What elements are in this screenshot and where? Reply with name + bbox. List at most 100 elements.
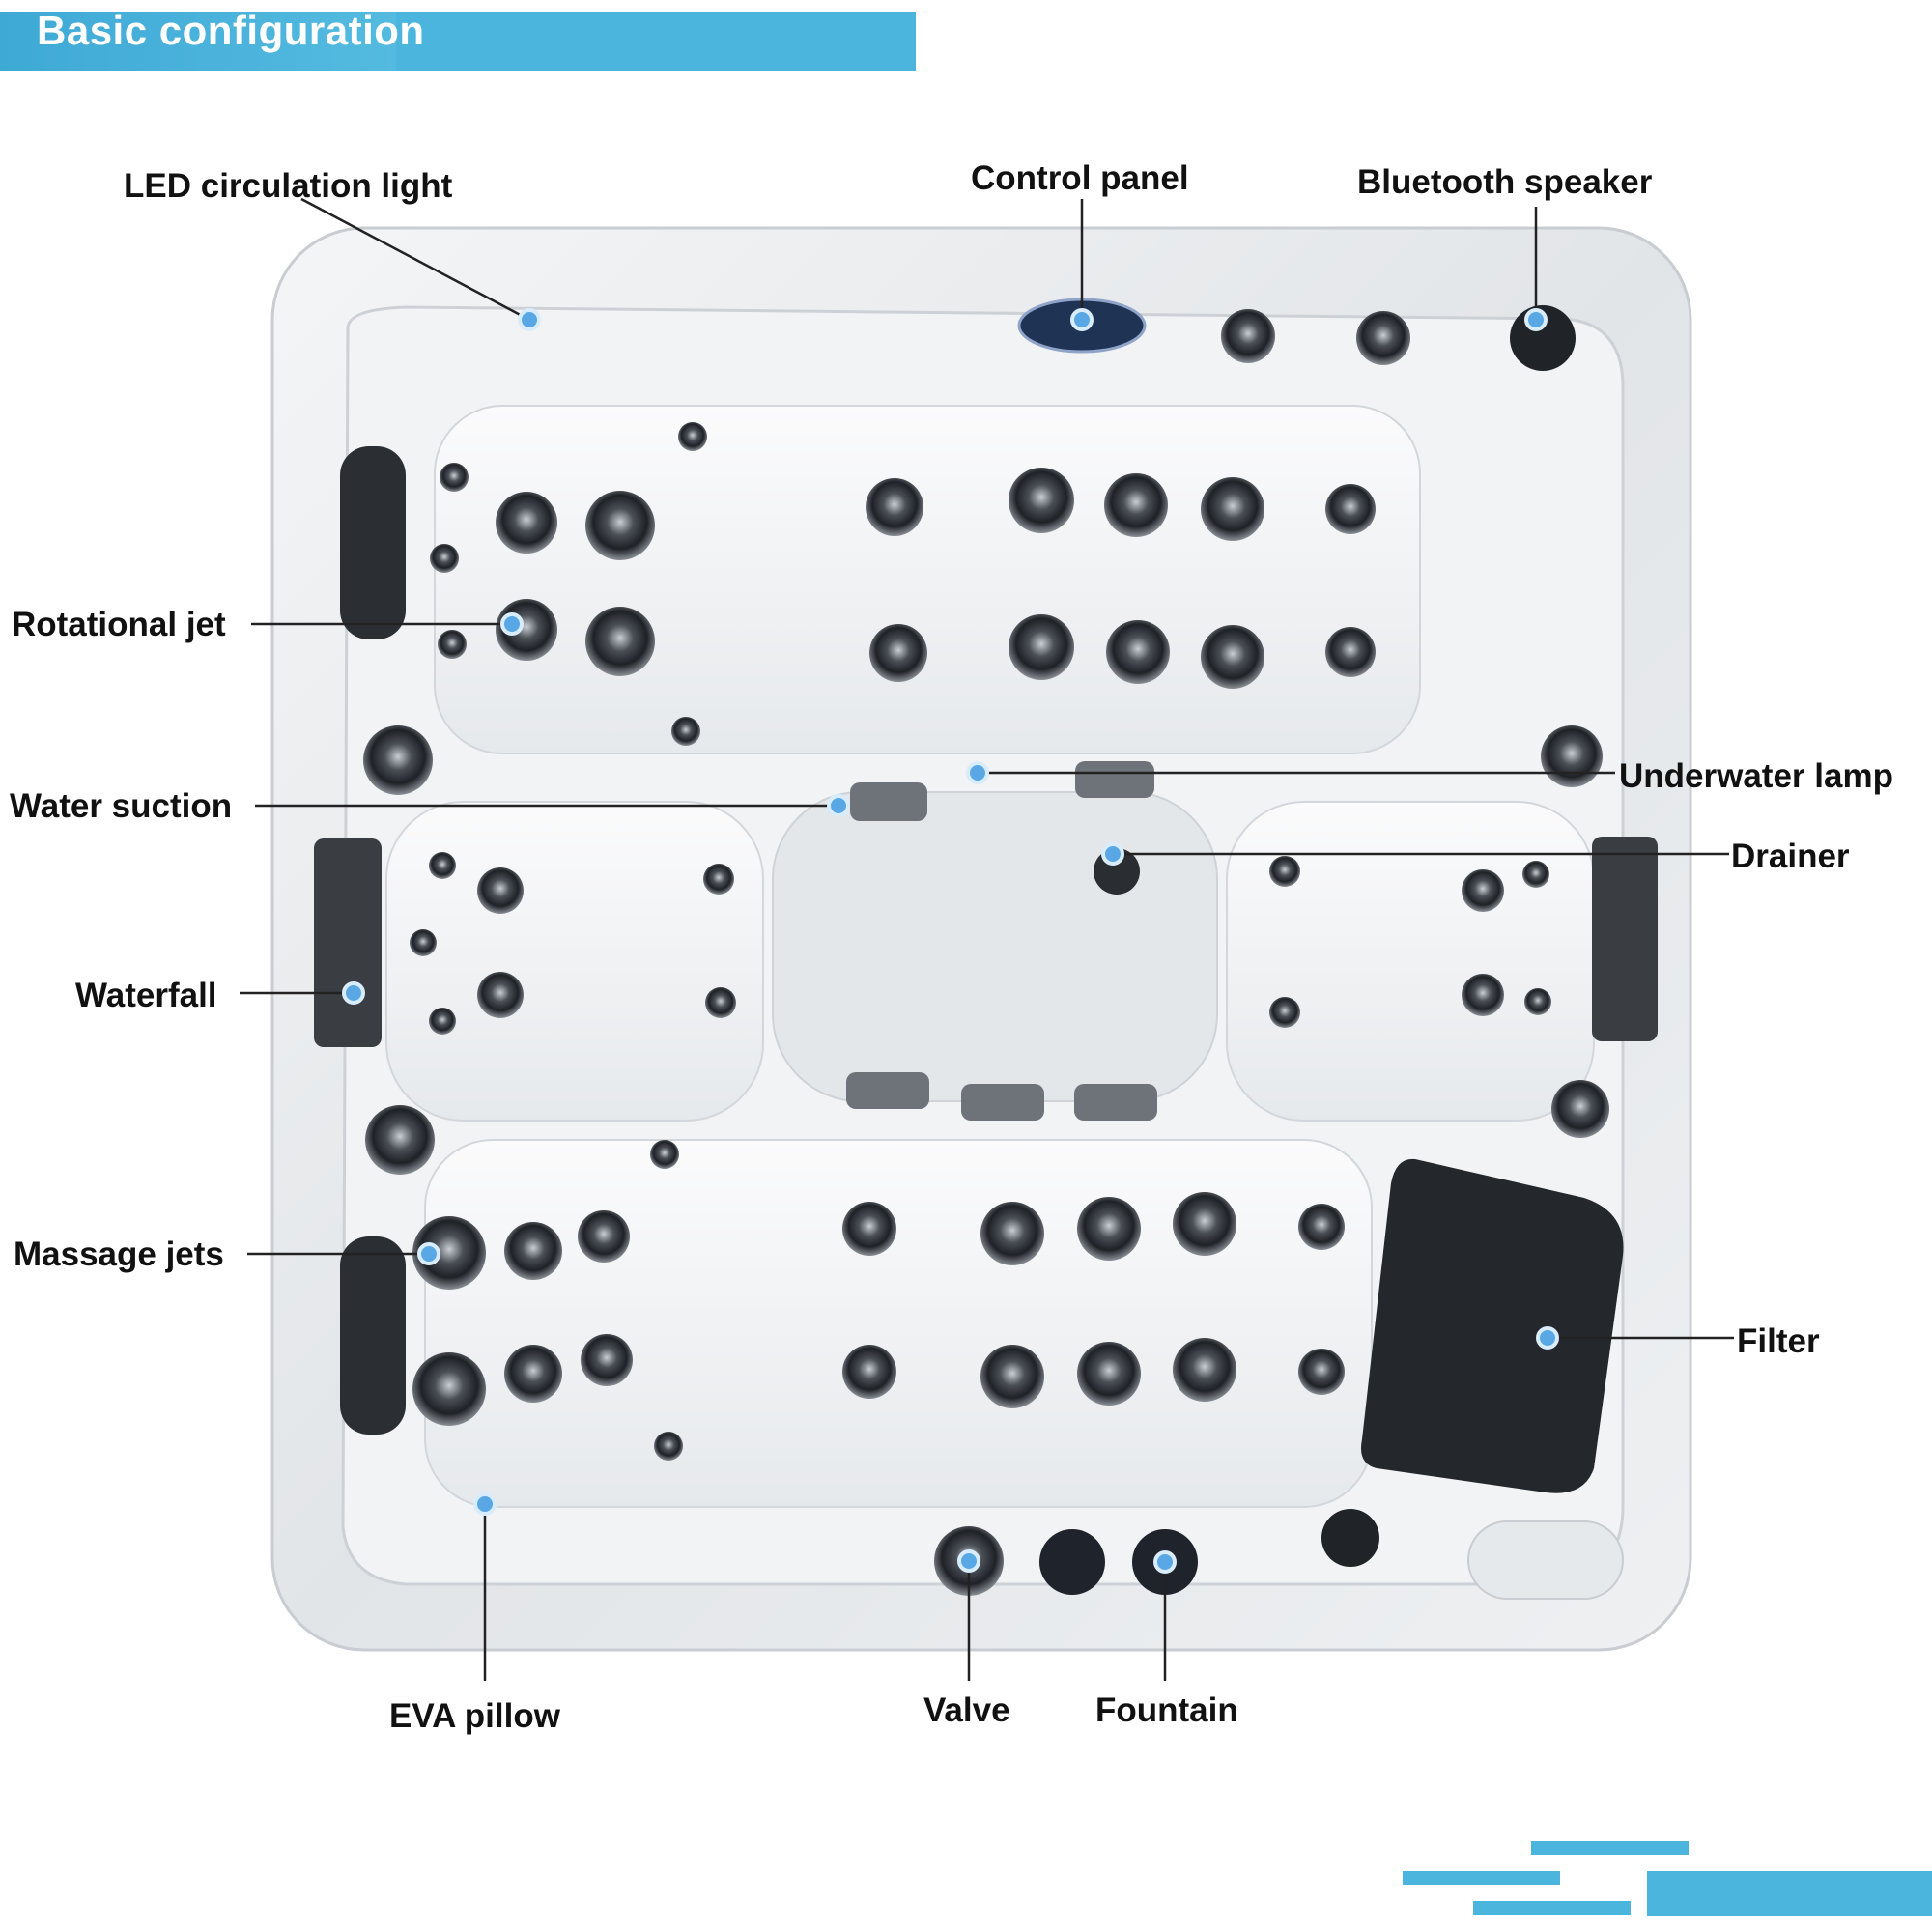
jet-small bbox=[438, 630, 467, 659]
jet-small bbox=[671, 717, 700, 746]
label-massage-jets: Massage jets bbox=[14, 1236, 224, 1273]
jet bbox=[1298, 1349, 1345, 1395]
jet-small bbox=[1269, 997, 1300, 1028]
marker-waterfall bbox=[342, 981, 365, 1005]
jet-small bbox=[703, 864, 734, 895]
jet bbox=[1077, 1197, 1141, 1261]
marker-bluetooth-speaker bbox=[1524, 308, 1548, 331]
label-led-circulation-light: LED circulation light bbox=[124, 167, 453, 205]
jet bbox=[1106, 620, 1170, 684]
jet bbox=[1201, 477, 1264, 541]
label-underwater-lamp: Underwater lamp bbox=[1619, 757, 1893, 795]
label-filter: Filter bbox=[1737, 1322, 1820, 1360]
decor-stripe bbox=[1531, 1841, 1689, 1855]
jet bbox=[585, 491, 655, 560]
jet bbox=[504, 1222, 562, 1280]
marker-valve bbox=[957, 1549, 980, 1573]
jet-small bbox=[430, 544, 459, 573]
filter-housing bbox=[1361, 1158, 1624, 1493]
jet bbox=[477, 972, 524, 1018]
marker-control-panel bbox=[1070, 308, 1094, 331]
seat-right bbox=[1226, 801, 1595, 1122]
jet bbox=[869, 624, 927, 682]
jet bbox=[477, 867, 524, 914]
jet-small bbox=[429, 852, 456, 879]
seat-left bbox=[385, 801, 764, 1122]
corner-lamp bbox=[1551, 1080, 1609, 1138]
marker-water-suction bbox=[827, 794, 850, 817]
water-suction bbox=[1074, 1084, 1157, 1121]
jet bbox=[1009, 468, 1074, 533]
label-control-panel: Control panel bbox=[971, 159, 1189, 197]
decor-block bbox=[1647, 1871, 1932, 1916]
jet bbox=[1009, 614, 1074, 680]
corner-lamp bbox=[363, 725, 433, 795]
jet-small bbox=[678, 422, 707, 451]
fitting bbox=[1356, 311, 1410, 365]
jet bbox=[1325, 484, 1376, 534]
label-waterfall: Waterfall bbox=[75, 977, 217, 1014]
jet-small bbox=[410, 929, 437, 956]
jet bbox=[496, 492, 557, 554]
jet-small bbox=[1522, 861, 1549, 888]
cup-holder bbox=[1467, 1520, 1624, 1600]
label-bluetooth-speaker: Bluetooth speaker bbox=[1357, 163, 1653, 201]
jet bbox=[1298, 1204, 1345, 1250]
jet bbox=[412, 1216, 486, 1290]
marker-eva-pillow bbox=[473, 1492, 497, 1516]
jet-small bbox=[654, 1432, 683, 1461]
jet bbox=[1173, 1192, 1236, 1256]
jet bbox=[1104, 473, 1168, 537]
jet bbox=[842, 1202, 896, 1256]
footwell bbox=[772, 791, 1218, 1102]
seat-top bbox=[434, 405, 1421, 754]
marker-filter bbox=[1536, 1326, 1559, 1350]
label-fountain: Fountain bbox=[1095, 1691, 1238, 1729]
jet bbox=[1462, 869, 1504, 912]
header-banner bbox=[0, 12, 916, 71]
jet bbox=[1173, 1338, 1236, 1402]
jet bbox=[980, 1345, 1044, 1408]
waterfall-right bbox=[1592, 837, 1658, 1041]
jet-small bbox=[429, 1008, 456, 1035]
marker-drainer bbox=[1101, 842, 1124, 866]
page-title: Basic configuration bbox=[37, 8, 425, 53]
fountain bbox=[1039, 1529, 1105, 1595]
label-eva-pillow: EVA pillow bbox=[389, 1697, 561, 1735]
jet bbox=[581, 1334, 633, 1386]
corner-lamp bbox=[365, 1105, 435, 1175]
marker-fountain bbox=[1153, 1550, 1177, 1574]
jet bbox=[412, 1352, 486, 1426]
decor-stripe bbox=[1473, 1901, 1631, 1915]
jet bbox=[1201, 625, 1264, 689]
water-suction bbox=[961, 1084, 1044, 1121]
jet-small bbox=[650, 1140, 679, 1169]
jet-small bbox=[1524, 988, 1551, 1015]
eva-pillow-top bbox=[340, 446, 406, 639]
corner-lamp bbox=[1541, 725, 1603, 787]
marker-underwater-lamp bbox=[966, 761, 989, 784]
waterfall-left bbox=[314, 838, 382, 1047]
jet-small bbox=[1269, 856, 1300, 887]
leader-lines bbox=[240, 197, 1734, 1681]
water-suction bbox=[1075, 761, 1154, 798]
marker-rotational-jet bbox=[500, 612, 524, 636]
water-suction bbox=[850, 782, 927, 821]
jet bbox=[866, 478, 923, 536]
corner-fitting bbox=[1321, 1509, 1379, 1567]
jet-small bbox=[440, 463, 469, 492]
marker-led-light bbox=[518, 308, 541, 331]
jet bbox=[585, 607, 655, 676]
eva-pillow-bottom bbox=[340, 1236, 406, 1435]
water-suction bbox=[846, 1072, 929, 1109]
jet bbox=[842, 1345, 896, 1399]
marker-massage-jets bbox=[417, 1242, 440, 1265]
fitting bbox=[1221, 309, 1275, 363]
jet bbox=[980, 1202, 1044, 1265]
label-water-suction: Water suction bbox=[10, 787, 232, 825]
jet bbox=[1077, 1342, 1141, 1406]
decor-stripe bbox=[1403, 1871, 1560, 1885]
jet-small bbox=[705, 987, 736, 1018]
seat-bottom bbox=[424, 1139, 1373, 1508]
label-valve: Valve bbox=[923, 1691, 1010, 1729]
